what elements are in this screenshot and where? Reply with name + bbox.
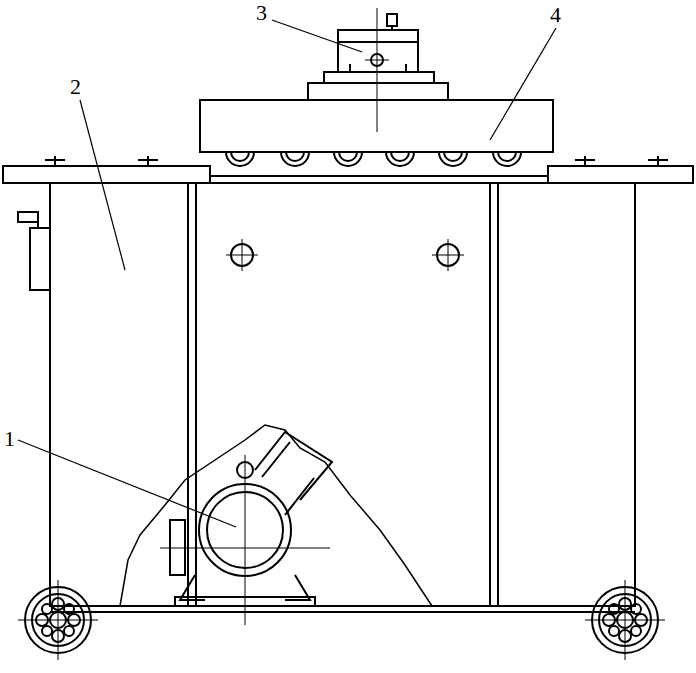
wheel bbox=[18, 580, 98, 660]
switch-box bbox=[30, 228, 50, 290]
callout-number: 3 bbox=[254, 2, 269, 24]
callout-number: 2 bbox=[68, 76, 83, 98]
callout-number: 4 bbox=[548, 4, 563, 26]
rollers bbox=[226, 152, 521, 166]
wheel bbox=[585, 580, 665, 660]
head-block bbox=[338, 30, 418, 72]
callout-number: 1 bbox=[2, 428, 17, 450]
right-plate bbox=[548, 166, 693, 183]
left-plate bbox=[3, 166, 210, 183]
break-line bbox=[120, 425, 432, 606]
leader-lines bbox=[18, 20, 556, 527]
